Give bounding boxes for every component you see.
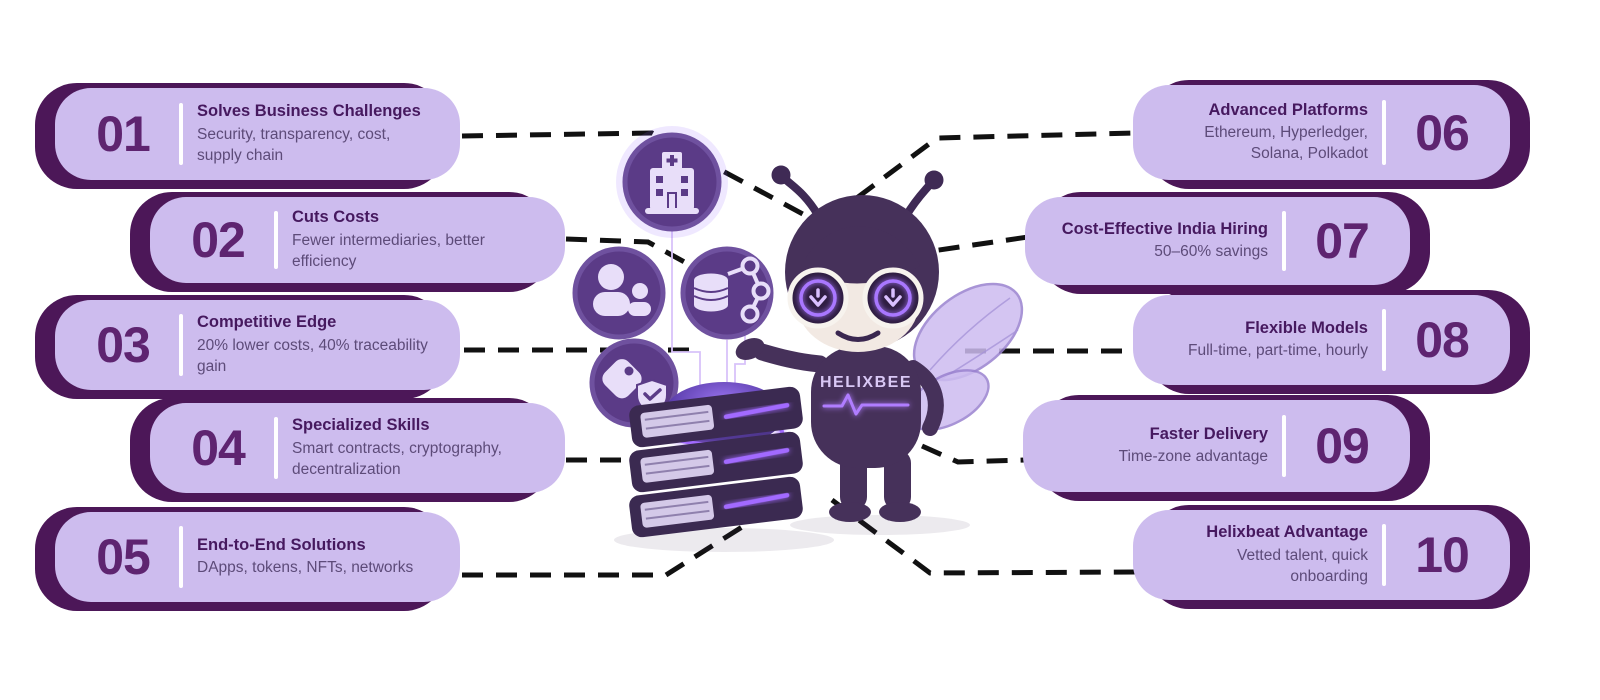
step-card-02: 02 Cuts Costs Fewer intermediaries, bett… (130, 192, 565, 292)
bee-mascot: HELIXBEE (735, 165, 1024, 535)
step-description: Time-zone advantage (1118, 448, 1268, 466)
step-card-07: 07 Cost-Effective India Hiring 50–60% sa… (1025, 192, 1430, 294)
card-divider (1382, 524, 1386, 586)
step-title: Cuts Costs (292, 208, 380, 227)
bee-arm-right (905, 360, 944, 436)
step-description: Fewer intermediaries, better efficiency (292, 231, 485, 270)
card-divider (1282, 414, 1286, 478)
step-title: End-to-End Solutions (197, 535, 366, 554)
step-card-01: 01 Solves Business Challenges Security, … (35, 83, 460, 189)
step-number: 01 (96, 106, 151, 162)
step-number: 05 (96, 529, 151, 585)
step-description: Vetted talent, quick onboarding (1237, 546, 1368, 585)
connector-09 (920, 443, 1027, 465)
step-description: Full-time, part-time, hourly (1187, 342, 1368, 360)
step-number: 10 (1415, 527, 1470, 583)
connector-06 (828, 130, 1137, 221)
bee-legs (829, 450, 921, 522)
server-stack (614, 382, 834, 552)
card-divider (274, 210, 278, 270)
step-card-09: 09 Faster Delivery Time-zone advantage (1023, 395, 1430, 501)
step-title: Flexible Models (1245, 318, 1368, 337)
step-description: Security, transparency, cost, supply cha… (197, 125, 391, 164)
step-title: Solves Business Challenges (197, 102, 421, 121)
hospital-icon (616, 126, 728, 238)
step-description: 50–60% savings (1154, 243, 1268, 261)
bee-eye-left (787, 267, 849, 329)
connector-lines (461, 130, 1137, 578)
step-card-05: 05 End-to-End Solutions DApps, tokens, N… (35, 507, 460, 611)
step-number: 02 (191, 212, 246, 268)
step-description: DApps, tokens, NFTs, networks (197, 559, 414, 577)
card-divider (1382, 100, 1386, 165)
card-divider (1382, 309, 1386, 371)
step-title: Helixbeat Advantage (1206, 523, 1368, 542)
step-description: Smart contracts, cryptography, decentral… (292, 439, 502, 478)
connector-10 (830, 497, 1137, 576)
step-title: Faster Delivery (1149, 424, 1268, 443)
step-title: Specialized Skills (292, 416, 430, 435)
step-card-03: 03 Competitive Edge 20% lower costs, 40%… (35, 295, 460, 399)
step-number: 03 (96, 317, 151, 373)
step-title: Cost-Effective India Hiring (1061, 219, 1268, 238)
step-title: Competitive Edge (197, 313, 337, 332)
bee-body (811, 346, 921, 468)
card-divider (179, 526, 183, 588)
step-card-10: 10 Helixbeat Advantage Vetted talent, qu… (1133, 505, 1530, 609)
step-card-08: 08 Flexible Models Full-time, part-time,… (1133, 290, 1530, 394)
step-card-04: 04 Specialized Skills Smart contracts, c… (130, 398, 565, 502)
card-divider (179, 314, 183, 376)
card-divider (179, 102, 183, 166)
step-title: Advanced Platforms (1208, 100, 1368, 119)
database-share-icon (680, 246, 774, 340)
bee-smile (835, 330, 881, 342)
card-divider (274, 417, 278, 479)
bee-heartbeat-line (822, 393, 910, 416)
bee-chest-label: HELIXBEE (820, 374, 912, 391)
card-divider (1282, 211, 1286, 271)
bee-arm-left (753, 343, 829, 373)
connector-01 (461, 130, 842, 237)
step-description: 20% lower costs, 40% traceability gain (197, 336, 428, 375)
step-description: Ethereum, Hyperledger, Solana, Polkadot (1204, 124, 1368, 163)
connector-05 (462, 524, 744, 578)
step-number: 04 (191, 420, 246, 476)
bee-eye-right (862, 267, 924, 329)
users-icon (572, 246, 666, 340)
step-number: 08 (1415, 312, 1470, 368)
step-number: 06 (1415, 104, 1470, 161)
step-card-06: 06 Advanced Platforms Ethereum, Hyperled… (1133, 80, 1530, 189)
step-number: 07 (1315, 213, 1370, 269)
step-number: 09 (1315, 418, 1370, 474)
